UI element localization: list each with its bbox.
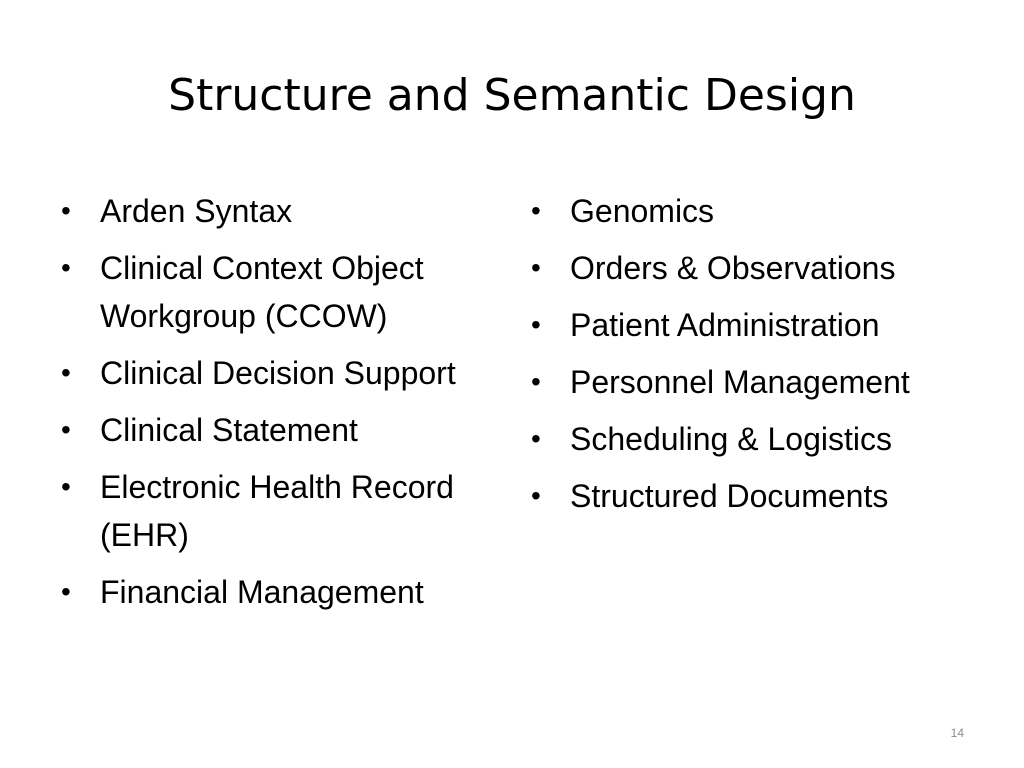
list-item: • Structured Documents (528, 472, 968, 520)
list-item: • Orders & Observations (528, 244, 968, 292)
list-item-label: Arden Syntax (100, 193, 293, 229)
right-bullet-list: • Genomics • Orders & Observations • Pat… (528, 187, 968, 529)
list-item: • Electronic Health Record (EHR) (58, 463, 458, 559)
list-item: • Financial Management (58, 568, 458, 616)
bullet-icon: • (531, 195, 541, 226)
list-item-label: Electronic Health Record (EHR) (100, 469, 454, 553)
list-item-label: Personnel Management (570, 364, 910, 400)
list-item: • Clinical Decision Support (58, 349, 458, 397)
list-item-label: Scheduling & Logistics (570, 421, 892, 457)
list-item-label: Genomics (570, 193, 715, 229)
list-item: • Arden Syntax (58, 187, 458, 235)
left-bullet-list: • Arden Syntax • Clinical Context Object… (58, 187, 458, 625)
list-item: • Scheduling & Logistics (528, 415, 968, 463)
list-item-label: Clinical Decision Support (100, 355, 456, 391)
list-item: • Genomics (528, 187, 968, 235)
bullet-icon: • (61, 471, 71, 502)
list-item-label: Financial Management (100, 574, 424, 610)
bullet-icon: • (531, 366, 541, 397)
list-item-label: Clinical Context Object Workgroup (CCOW) (100, 250, 424, 334)
list-item: • Patient Administration (528, 301, 968, 349)
list-item: • Personnel Management (528, 358, 968, 406)
list-item-label: Patient Administration (570, 307, 880, 343)
bullet-icon: • (61, 414, 71, 445)
page-number: 14 (950, 726, 964, 740)
bullet-icon: • (61, 252, 71, 283)
list-item-label: Structured Documents (570, 478, 889, 514)
list-item-label: Orders & Observations (570, 250, 896, 286)
bullet-icon: • (531, 252, 541, 283)
list-item: • Clinical Context Object Workgroup (CCO… (58, 244, 458, 340)
bullet-icon: • (531, 309, 541, 340)
bullet-icon: • (61, 195, 71, 226)
bullet-icon: • (531, 480, 541, 511)
bullet-icon: • (531, 423, 541, 454)
list-item-label: Clinical Statement (100, 412, 358, 448)
list-item: • Clinical Statement (58, 406, 458, 454)
slide-title: Structure and Semantic Design (168, 70, 856, 121)
bullet-icon: • (61, 576, 71, 607)
bullet-icon: • (61, 357, 71, 388)
